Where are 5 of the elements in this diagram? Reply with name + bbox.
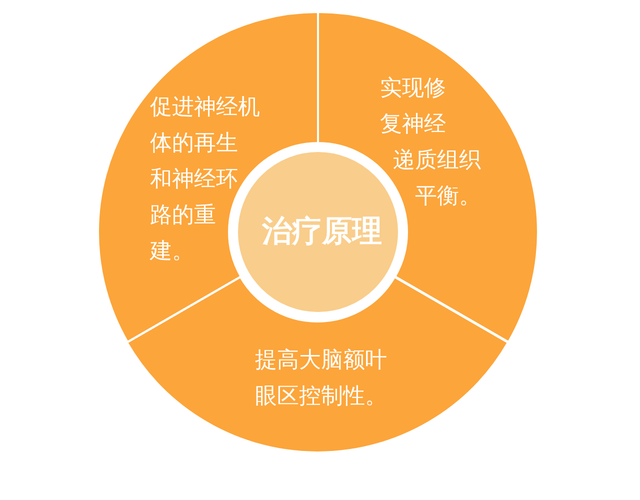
center-title: 治疗原理 — [262, 216, 382, 248]
pie-sector — [126, 276, 510, 453]
sector-text: 提高大脑额叶眼区控制性。 — [254, 346, 388, 410]
sector-text: 促进神经机体的再生和神经环路的重建。 — [150, 93, 261, 265]
sector-text: 实现修复神经递质组织平衡。 — [380, 74, 482, 210]
